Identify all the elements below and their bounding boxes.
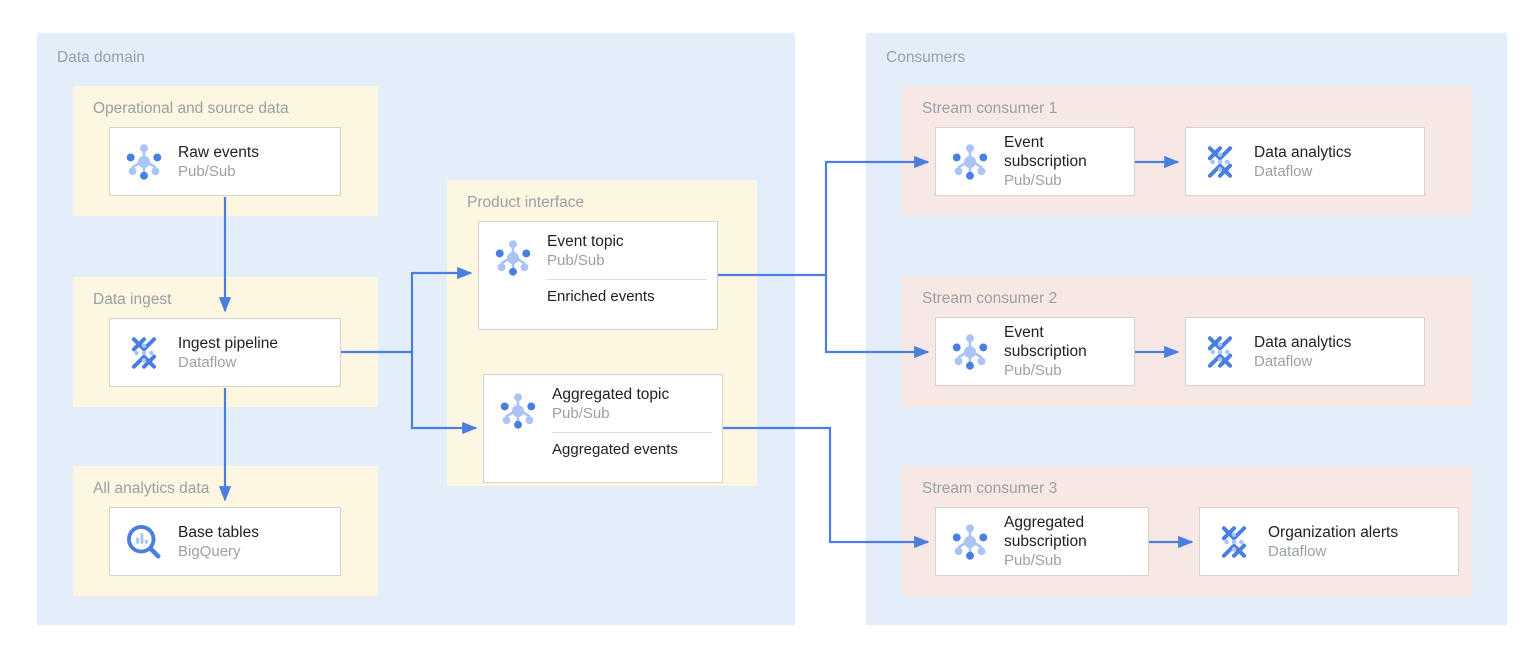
- dataflow-icon: [1207, 145, 1233, 178]
- pubsub-icon: [952, 523, 988, 560]
- card-subtitle: Pub/Sub: [552, 405, 610, 422]
- card-subtitle: Dataflow: [1254, 352, 1313, 370]
- card-title: Aggregated topic: [552, 386, 670, 403]
- card-aggregated-topic[interactable]: Aggregated topic Pub/Sub Aggregated even…: [483, 374, 723, 483]
- card-raw-events[interactable]: Raw events Pub/Sub: [109, 127, 341, 196]
- card-subtitle: Dataflow: [1268, 542, 1327, 560]
- dataflow-icon: [1207, 335, 1233, 368]
- bigquery-icon: [127, 524, 161, 558]
- pubsub-icon: [952, 333, 988, 370]
- card-title: Organization alerts: [1268, 523, 1399, 541]
- card-subtitle: Pub/Sub: [1004, 552, 1062, 569]
- group-title-product-interface: Product interface: [467, 194, 585, 211]
- pubsub-icon: [500, 393, 536, 429]
- card-divider: [547, 279, 707, 280]
- card-event-subscription-2[interactable]: Event subscription Pub/Sub: [935, 317, 1135, 386]
- group-title-data-ingest: Data ingest: [93, 291, 172, 308]
- card-divider: [552, 432, 712, 433]
- card-subtitle: Pub/Sub: [547, 252, 605, 269]
- card-data-analytics-2[interactable]: Data analytics Dataflow: [1185, 317, 1425, 386]
- card-title: Event subscription: [1004, 324, 1087, 360]
- pubsub-icon: [952, 143, 988, 180]
- card-aggregated-subscription[interactable]: Aggregated subscription Pub/Sub: [935, 507, 1149, 576]
- card-subtitle: Dataflow: [1254, 162, 1313, 180]
- card-data-analytics-1[interactable]: Data analytics Dataflow: [1185, 127, 1425, 196]
- card-title: Event topic: [547, 233, 624, 250]
- card-subtitle: BigQuery: [178, 542, 241, 560]
- card-note: Aggregated events: [552, 441, 678, 458]
- card-organization-alerts[interactable]: Organization alerts Dataflow: [1199, 507, 1459, 576]
- group-title-all-analytics-data: All analytics data: [93, 480, 210, 497]
- group-title-stream-consumer-3: Stream consumer 3: [922, 480, 1058, 497]
- card-event-topic[interactable]: Event topic Pub/Sub Enriched events: [478, 221, 718, 330]
- dataflow-icon: [131, 336, 157, 369]
- group-title-stream-consumer-1: Stream consumer 1: [922, 100, 1058, 117]
- group-title-operational: Operational and source data: [93, 100, 289, 117]
- card-event-subscription-1[interactable]: Event subscription Pub/Sub: [935, 127, 1135, 196]
- group-title-stream-consumer-2: Stream consumer 2: [922, 290, 1058, 307]
- card-title: Data analytics: [1254, 143, 1352, 161]
- card-title: Base tables: [178, 523, 259, 541]
- card-subtitle: Pub/Sub: [178, 162, 236, 180]
- pubsub-icon: [126, 143, 162, 180]
- card-title: Ingest pipeline: [178, 334, 278, 352]
- card-subtitle: Pub/Sub: [1004, 172, 1062, 189]
- card-subtitle: Pub/Sub: [1004, 362, 1062, 379]
- region-title-consumers: Consumers: [886, 49, 966, 66]
- card-title: Data analytics: [1254, 333, 1352, 351]
- region-title-data-domain: Data domain: [57, 49, 145, 66]
- card-title: Event subscription: [1004, 134, 1087, 170]
- card-base-tables[interactable]: Base tables BigQuery: [109, 507, 341, 576]
- card-title: Aggregated subscription: [1004, 514, 1087, 550]
- card-title: Raw events: [178, 143, 259, 161]
- card-ingest-pipeline[interactable]: Ingest pipeline Dataflow: [109, 318, 341, 387]
- dataflow-icon: [1221, 525, 1247, 558]
- card-subtitle: Dataflow: [178, 353, 237, 371]
- pubsub-icon: [495, 240, 531, 276]
- card-note: Enriched events: [547, 288, 655, 305]
